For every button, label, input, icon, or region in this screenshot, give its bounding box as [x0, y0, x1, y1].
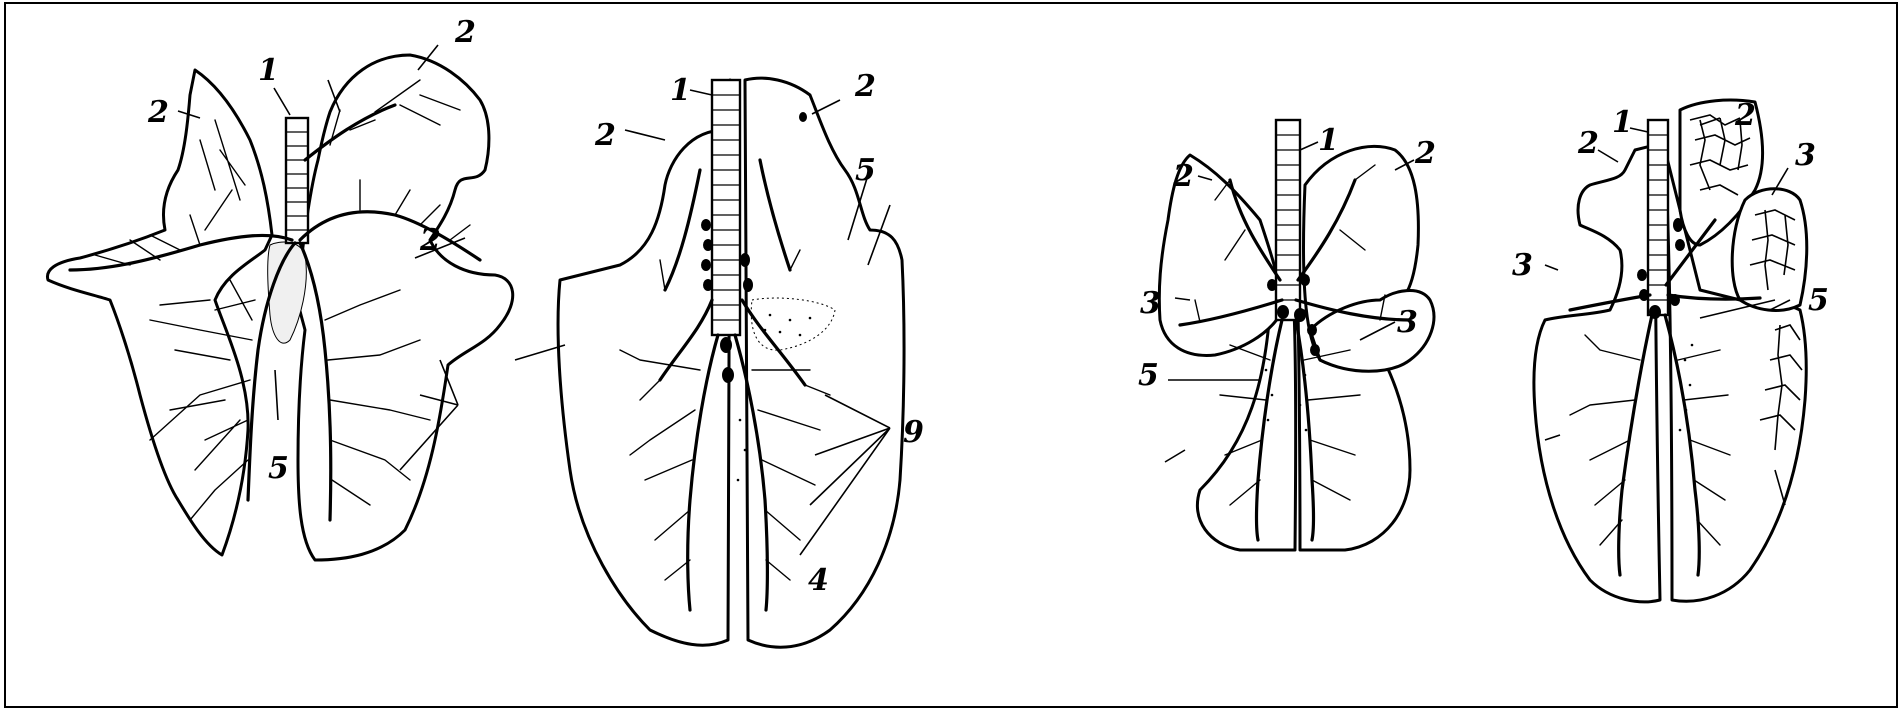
drawing-c-label-1: 1: [1318, 123, 1339, 158]
drawing-d-label-3-right: 3: [1795, 138, 1816, 173]
drawing-b-label-2-right: 2: [854, 69, 876, 104]
drawing-b-label-9: 9: [903, 415, 924, 450]
drawing-d-label-5: 5: [1808, 283, 1829, 318]
drawing-c-lungs: 1 2 2 3 3 5: [1138, 120, 1436, 550]
drawing-a-trachea: [286, 118, 308, 243]
drawing-d-right-middle-lobe: [1732, 189, 1807, 311]
drawing-d-label-2-right: 2: [1734, 98, 1756, 133]
drawing-d-label-2-left: 2: [1577, 126, 1599, 161]
drawing-b-label-2-left: 2: [594, 118, 616, 153]
drawing-a-label-2-top: 2: [454, 15, 476, 50]
drawing-c-label-3-right: 3: [1397, 305, 1418, 340]
drawing-a-label-1: 1: [258, 53, 279, 88]
drawing-d-label-3-left: 3: [1512, 248, 1533, 283]
drawing-a-label-2-left: 2: [147, 95, 169, 130]
drawing-c-label-3-left: 3: [1140, 286, 1161, 321]
drawing-c-label-5: 5: [1138, 358, 1159, 393]
drawing-d-lungs: 1 2 2 3 3 5: [1512, 98, 1829, 602]
drawing-b-label-4: 4: [808, 563, 829, 598]
drawing-b-label-5: 5: [855, 153, 876, 188]
drawing-a-lungs: 1 2 2 2 5: [47, 15, 512, 560]
drawing-b-label-1: 1: [670, 73, 691, 108]
drawing-a-label-5: 5: [268, 451, 289, 486]
drawing-a-left-lobe: [47, 70, 272, 555]
drawing-b-lungs: 1 2 2 5 9 4: [515, 69, 924, 647]
drawing-c-label-2-left: 2: [1172, 159, 1194, 194]
drawing-b-left-lung: [558, 80, 730, 645]
drawing-a-label-2-right: 2: [419, 223, 441, 258]
drawing-a-right-lobe: [297, 55, 513, 560]
drawing-d-label-1: 1: [1612, 105, 1633, 140]
drawing-c-label-2-right: 2: [1414, 136, 1436, 171]
drawing-b-trachea: [712, 80, 740, 335]
